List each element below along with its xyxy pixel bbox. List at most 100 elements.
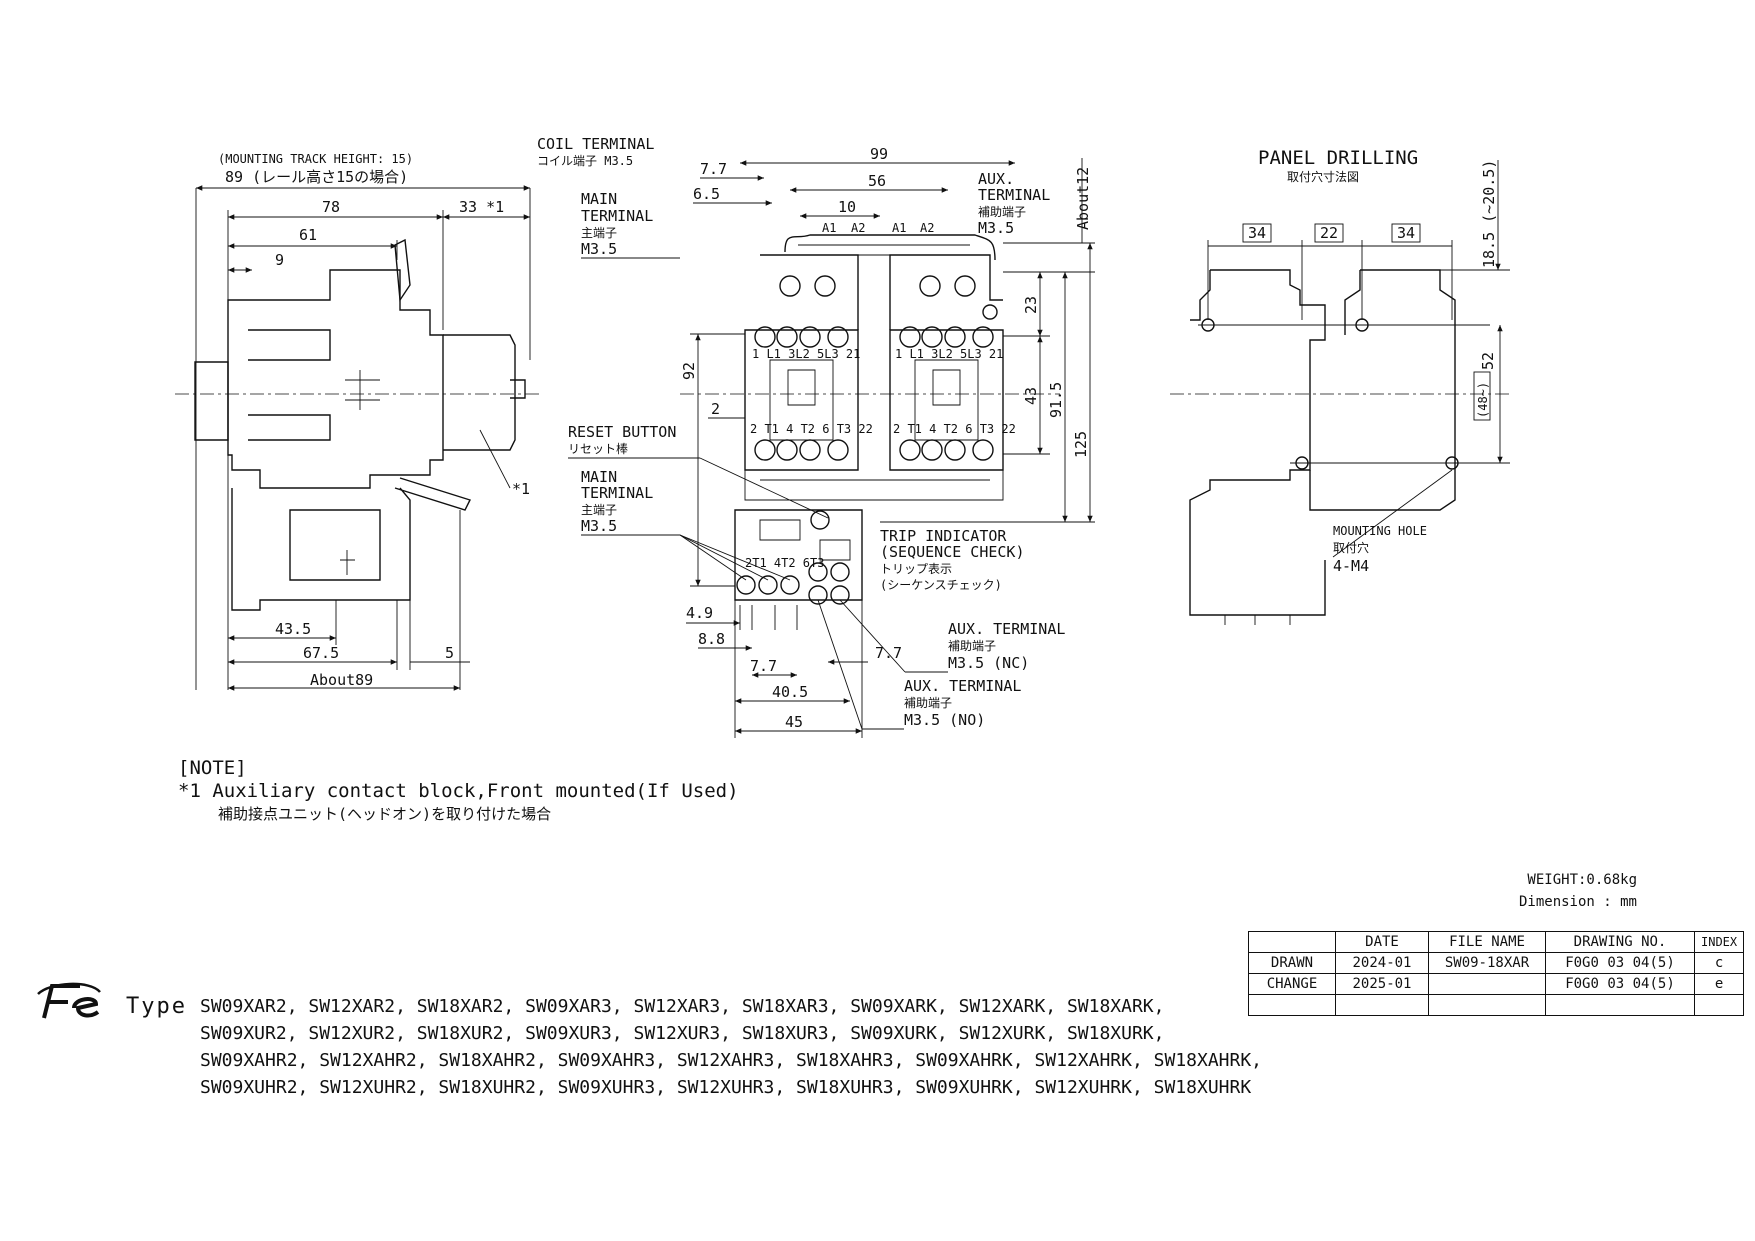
dim-about12: About12: [1074, 167, 1092, 230]
tb-r1c2: [1428, 973, 1546, 995]
dim-8-8: 8.8: [698, 630, 725, 648]
title-block-row: DRAWN 2024-01 SW09-18XAR F0G0 03 04(5) c: [1248, 952, 1745, 974]
type-line-1: SW09XAR2, SW12XAR2, SW18XAR2, SW09XAR3, …: [200, 996, 1165, 1017]
dim-23: 23: [1022, 296, 1040, 314]
dim-18-5: 18.5 (~20.5): [1480, 160, 1498, 268]
tb-r2c2: [1428, 994, 1546, 1016]
side-view: (MOUNTING TRACK HEIGHT: 15) 89 (レール高さ15の…: [175, 152, 540, 691]
mounting-hole-label: MOUNTING HOLE: [1333, 524, 1427, 538]
tb-h4: INDEX: [1693, 931, 1745, 953]
tb-h3: DRAWING NO.: [1545, 931, 1695, 953]
dim-56: 56: [868, 172, 886, 190]
top-terminal-screws: [754, 275, 998, 348]
aux-nc-jp: 補助端子: [948, 639, 996, 653]
dim-7-7c: 7.7: [875, 644, 902, 662]
bot-terminals-left: 2 T1 4 T2 6 T3 22: [750, 422, 873, 436]
aux-terminal-label: AUX.: [978, 170, 1014, 188]
dim-40-5: 40.5: [772, 683, 808, 701]
reset-button-label: RESET BUTTON: [568, 423, 676, 441]
ol-terminal-screws: [736, 562, 850, 605]
tb-r0c4: c: [1693, 952, 1745, 974]
sequence-check-jp: (シーケンスチェック): [880, 578, 1002, 592]
tb-r0c0: DRAWN: [1248, 952, 1336, 974]
dim-45: 45: [785, 713, 803, 731]
dim-4-9: 4.9: [686, 604, 713, 622]
dim-6-5: 6.5: [693, 185, 720, 203]
dim-about89: About89: [310, 671, 373, 689]
aux-terminal-jp: 補助端子: [978, 205, 1026, 219]
weight-label: WEIGHT:0.68kg: [1527, 872, 1637, 888]
tb-h1: DATE: [1335, 931, 1429, 953]
top-terminals-right: 1 L1 3L2 5L3 21: [895, 347, 1003, 361]
tb-r2c3: [1545, 994, 1695, 1016]
dim-33: 33 *1: [459, 198, 504, 216]
tb-h0: [1248, 931, 1336, 953]
tb-r2c1: [1335, 994, 1429, 1016]
dim-67-5: 67.5: [303, 644, 339, 662]
aux-terminal-label-2: TERMINAL: [978, 186, 1050, 204]
dim-92: 92: [680, 362, 698, 380]
tb-h2: FILE NAME: [1428, 931, 1546, 953]
trip-indicator-label: TRIP INDICATOR: [880, 527, 1007, 545]
note-heading: [NOTE]: [178, 757, 247, 779]
dim-48: (48~): [1476, 382, 1490, 418]
dim-125: 125: [1072, 431, 1090, 458]
tb-r1c1: 2025-01: [1335, 973, 1429, 995]
mounting-track-height: (MOUNTING TRACK HEIGHT: 15): [218, 152, 413, 166]
tb-r0c2: SW09-18XAR: [1428, 952, 1546, 974]
main-terminal-jp: 主端子: [581, 226, 617, 240]
main-terminal-b-label: MAIN: [581, 468, 617, 486]
bottom-terminal-screws: [754, 439, 994, 461]
dim-34b: 34: [1397, 224, 1415, 242]
main-terminal-m35: M3.5: [581, 240, 617, 258]
title-block: DATE FILE NAME DRAWING NO. INDEX DRAWN 2…: [1248, 931, 1745, 1016]
panel-drilling-title: PANEL DRILLING: [1258, 147, 1418, 169]
panel-drilling: PANEL DRILLING 取付穴寸法図 34 22 34 18.5 (~20…: [1170, 147, 1510, 625]
type-list: Type SW09XAR2, SW12XAR2, SW18XAR2, SW09X…: [126, 993, 1262, 1101]
note-line-2: 補助接点ユニット(ヘッドオン)を取り付けた場合: [218, 805, 552, 823]
aux-nc-m35: M3.5 (NC): [948, 654, 1029, 672]
coil-a2-left: A2: [851, 221, 865, 235]
tb-r1c3: F0G0 03 04(5): [1545, 973, 1695, 995]
type-line-2: SW09XUR2, SW12XUR2, SW18XUR2, SW09XUR3, …: [200, 1023, 1165, 1044]
aux-nc-label: AUX. TERMINAL: [948, 620, 1065, 638]
dim-34a: 34: [1248, 224, 1266, 242]
dim-91-5: 91.5: [1047, 382, 1065, 418]
weight-block: WEIGHT:0.68kg Dimension : mm: [1519, 869, 1637, 913]
dim-5: 5: [445, 644, 454, 662]
top-terminals-left: 1 L1 3L2 5L3 21: [752, 347, 860, 361]
dim-61: 61: [299, 226, 317, 244]
dim-9: 9: [275, 251, 284, 269]
dim-89: 89 (レール高さ15の場合): [225, 168, 408, 186]
coil-a1-left: A1: [822, 221, 836, 235]
title-block-header: DATE FILE NAME DRAWING NO. INDEX: [1248, 931, 1745, 953]
mounting-hole-spec: 4-M4: [1333, 557, 1369, 575]
main-terminal-b-m35: M3.5: [581, 517, 617, 535]
panel-drilling-jp: 取付穴寸法図: [1287, 169, 1359, 184]
dim-43: 43: [1022, 387, 1040, 405]
trip-indicator-jp: トリップ表示: [880, 562, 952, 576]
tb-r0c3: F0G0 03 04(5): [1545, 952, 1695, 974]
tb-r0c1: 2024-01: [1335, 952, 1429, 974]
coil-a1-right: A1: [892, 221, 906, 235]
bot-terminals-right: 2 T1 4 T2 6 T3 22: [893, 422, 1016, 436]
dim-43-5: 43.5: [275, 620, 311, 638]
dim-10: 10: [838, 198, 856, 216]
aux-no-label: AUX. TERMINAL: [904, 677, 1021, 695]
title-block-row: [1248, 994, 1745, 1016]
aux-no-jp: 補助端子: [904, 696, 952, 710]
dim-52: 52: [1479, 352, 1497, 370]
title-block-row: CHANGE 2025-01 F0G0 03 04(5) e: [1248, 973, 1745, 995]
coil-terminal-label: COIL TERMINAL: [537, 135, 654, 153]
fe-logo-icon: [37, 982, 101, 1019]
dim-22: 22: [1320, 224, 1338, 242]
note-line-1: *1 Auxiliary contact block,Front mounted…: [178, 780, 739, 802]
note-block: [NOTE] *1 Auxiliary contact block,Front …: [178, 757, 739, 826]
main-terminal-label-2: TERMINAL: [581, 207, 653, 225]
dim-2: 2: [711, 400, 720, 418]
main-terminal-label: MAIN: [581, 190, 617, 208]
star-1-label: *1: [512, 480, 530, 498]
coil-a2-right: A2: [920, 221, 934, 235]
tb-r1c4: e: [1693, 973, 1745, 995]
tb-r1c0: CHANGE: [1248, 973, 1336, 995]
